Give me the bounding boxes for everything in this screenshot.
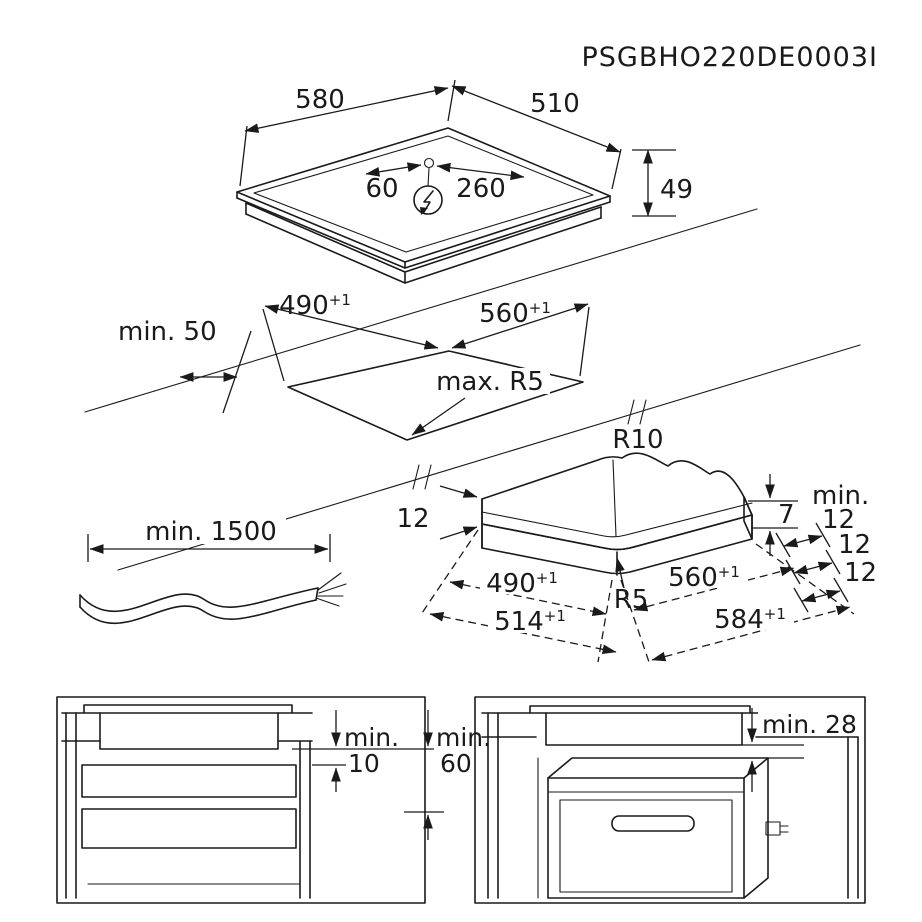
cabinet-drawing bbox=[61, 704, 313, 899]
dim-cutout-radius: max. R5 bbox=[436, 367, 544, 397]
dim-flush-outer-depth-tol: +1 bbox=[544, 607, 566, 625]
oven-cabinet-drawing bbox=[481, 705, 859, 899]
dim-flush-outer-width: 584+1 bbox=[714, 605, 786, 635]
dim-step-height: 7 bbox=[778, 500, 795, 530]
dim-min-edge-label: min. bbox=[812, 481, 869, 511]
dim-flush-inner-depth-tol: +1 bbox=[536, 569, 558, 587]
dim-flush-inner-width-tol: +1 bbox=[718, 563, 740, 581]
cutout-opening bbox=[287, 350, 584, 441]
dim-vent-gap-value: 60 bbox=[440, 749, 472, 778]
dim-cutout-width-tol: +1 bbox=[529, 299, 551, 317]
dim-cutout-width-value: 560 bbox=[479, 299, 529, 329]
drawing-code: PSGBHO220DE0003I bbox=[582, 42, 878, 73]
cabinet-clearance-box: min. 10 min. 60 bbox=[56, 696, 491, 904]
dim-hob-depth: 510 bbox=[530, 89, 580, 119]
dim-flush-outer-width-value: 584 bbox=[714, 605, 764, 635]
dim-cutout-width: 560+1 bbox=[479, 299, 551, 329]
oven-knob bbox=[765, 821, 781, 836]
dim-flush-outer-depth-value: 514 bbox=[494, 607, 544, 637]
dim-hob-gap-value: 10 bbox=[348, 749, 380, 778]
dim-cable-length: min. 1500 bbox=[145, 517, 277, 547]
cable-length-view: min. 1500 bbox=[79, 517, 347, 625]
dim-hob-gap-label: min. bbox=[344, 723, 399, 752]
dim-flush-inner-depth: 490+1 bbox=[486, 569, 558, 599]
mains-cable bbox=[79, 572, 347, 625]
dim-cutout-depth-value: 490 bbox=[279, 291, 329, 321]
dim-hob-width: 580 bbox=[295, 85, 345, 115]
oven-clearance-box: min. 28 bbox=[474, 696, 866, 904]
hob-surface bbox=[236, 127, 611, 284]
break-mark bbox=[412, 399, 647, 490]
dim-flush-outer-depth: 514+1 bbox=[494, 607, 566, 637]
dim-outer-radius: R10 bbox=[612, 425, 663, 455]
dim-flush-inner-width: 560+1 bbox=[668, 563, 740, 593]
dim-wall-clearance: min. 50 bbox=[118, 317, 217, 347]
cutout-view: min. 50 490+1 560+1 max. R5 bbox=[118, 291, 590, 441]
oven-handle bbox=[611, 815, 695, 832]
dim-flush-inner-width-value: 560 bbox=[668, 563, 718, 593]
dim-cutout-depth: 490+1 bbox=[279, 291, 351, 321]
dim-hob-height: 49 bbox=[660, 175, 693, 205]
dim-edge-right: 12 bbox=[838, 530, 871, 560]
dim-flush-outer-width-tol: +1 bbox=[764, 605, 786, 623]
dim-connection-right: 260 bbox=[456, 174, 506, 204]
dim-edge-left: 12 bbox=[396, 504, 429, 534]
dim-cutout-depth-tol: +1 bbox=[329, 291, 351, 309]
dim-min-edge-value: 12 bbox=[822, 505, 855, 535]
dim-connection-left: 60 bbox=[365, 174, 398, 204]
power-connection-icon bbox=[413, 185, 443, 215]
flush-corner-detail: R10 R5 12 7 min. 12 12 12 bbox=[396, 425, 877, 663]
hob-isometric-view: 580 510 60 260 49 bbox=[236, 79, 693, 284]
dim-edge-front: 12 bbox=[844, 558, 877, 588]
dim-oven-clearance: min. 28 bbox=[762, 710, 857, 739]
dim-flush-inner-depth-value: 490 bbox=[486, 569, 536, 599]
corner-trim-piece bbox=[481, 452, 753, 576]
